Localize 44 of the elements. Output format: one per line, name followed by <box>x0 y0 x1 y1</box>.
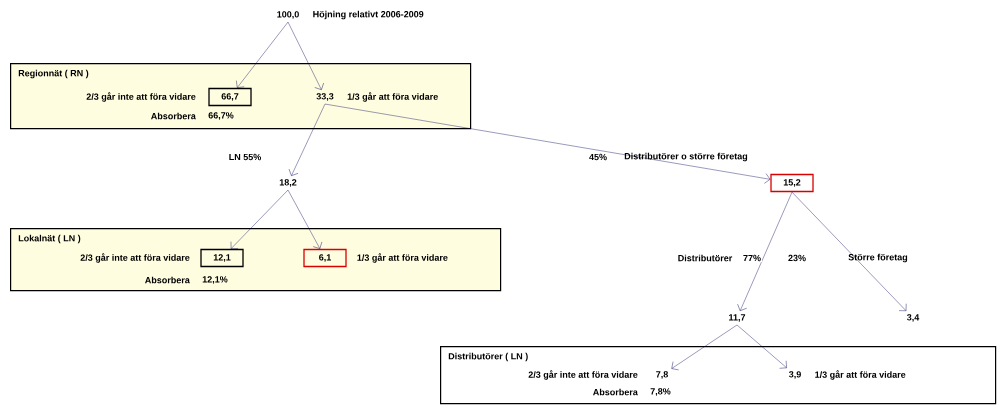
edge-label: 45% <box>588 152 608 162</box>
row-label: 2/3 går inte att föra vidare <box>80 253 190 263</box>
band-heading: Regionnät ( RN ) <box>18 69 89 79</box>
side-note: 1/3 går att föra vidare <box>815 370 906 380</box>
arrow <box>671 324 738 371</box>
value-text: 11,7 <box>729 314 746 322</box>
value-text: 33,3 <box>316 93 334 101</box>
arrow <box>324 103 771 184</box>
side-note: Höjning relativt 2006-2009 <box>313 10 424 20</box>
arrow <box>287 189 323 249</box>
value-box: 6,1 <box>303 248 347 268</box>
value-text: 3,9 <box>788 371 801 379</box>
percent-value: 12,1% <box>202 276 228 284</box>
value-box: 15,2 <box>770 173 814 193</box>
value-text: 18,2 <box>279 179 297 187</box>
arrow <box>230 189 289 249</box>
value-text: 7,8 <box>656 371 668 379</box>
value-box: 12,1 <box>200 248 244 268</box>
value-box: 66,7 <box>208 87 252 107</box>
value-text: 3,4 <box>906 314 920 322</box>
arrow <box>236 21 289 88</box>
band-heading: Lokalnät ( LN ) <box>18 234 81 244</box>
arrow <box>287 21 324 90</box>
band-heading: Distributörer ( LN ) <box>448 352 528 362</box>
percent-value: 66,7% <box>208 112 234 120</box>
edge-label: 23% <box>787 253 807 263</box>
note-text: Större företag <box>848 253 908 263</box>
arrow <box>736 324 787 369</box>
edge-label: 77% <box>742 253 762 263</box>
arrow <box>288 103 326 176</box>
note-text: Distributörer <box>678 254 733 262</box>
side-note: 1/3 går att föra vidare <box>347 92 438 102</box>
percent-value: 7,8% <box>650 388 671 396</box>
arrow <box>737 191 793 311</box>
row-label: 2/3 går inte att föra vidare <box>86 92 196 102</box>
value-text: 100,0 <box>277 11 299 19</box>
edge-label: LN 55% <box>227 152 263 162</box>
row-label: Absorbera <box>151 112 196 120</box>
row-label: Absorbera <box>593 388 638 396</box>
side-note: 1/3 går att föra vidare <box>357 253 448 263</box>
arrow <box>791 191 907 311</box>
note-text: Distributörer o större företag <box>624 152 748 162</box>
row-label: 2/3 går inte att föra vidare <box>528 370 638 380</box>
row-label: Absorbera <box>145 276 190 284</box>
